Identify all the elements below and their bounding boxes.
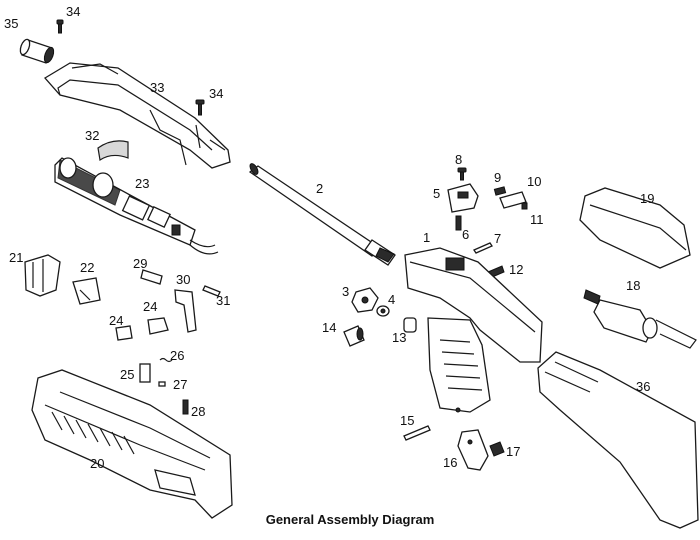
part-31-pin (202, 285, 221, 297)
part-27-pin (158, 381, 166, 387)
label-22: 22 (80, 260, 94, 275)
part-9-plate (493, 186, 507, 196)
label-4: 4 (388, 292, 395, 307)
label-17: 17 (506, 444, 520, 459)
part-13-bushing (403, 317, 417, 333)
label-15: 15 (400, 413, 414, 428)
part-17-spring (489, 441, 505, 457)
label-24-b: 24 (109, 313, 123, 328)
label-34-b: 34 (209, 86, 223, 101)
part-32-sleeve (97, 140, 129, 162)
part-6-spring (455, 215, 462, 231)
label-29: 29 (133, 256, 147, 271)
label-24-a: 24 (143, 299, 157, 314)
label-30: 30 (176, 272, 190, 287)
part-30-trigger-lever (174, 289, 197, 333)
part-24-bracket-b (115, 325, 133, 341)
label-7: 7 (494, 231, 501, 246)
part-10-plate (499, 191, 527, 209)
label-8: 8 (455, 152, 462, 167)
part-19-forend-cover (579, 187, 691, 269)
label-18: 18 (626, 278, 640, 293)
part-28-spring (182, 399, 189, 415)
label-5: 5 (433, 186, 440, 201)
part-8-screw (457, 167, 467, 181)
part-22-spring-clip (72, 277, 101, 305)
part-36-stock (537, 351, 699, 529)
label-26: 26 (170, 348, 184, 363)
label-13: 13 (392, 330, 406, 345)
label-14: 14 (322, 320, 336, 335)
part-5-rear-sight (447, 183, 479, 213)
part-3-nut (351, 287, 379, 313)
part-20-lower-housing (31, 369, 233, 519)
part-33-upper-receiver (43, 62, 231, 169)
label-23: 23 (135, 176, 149, 191)
label-16: 16 (443, 455, 457, 470)
part-1-receiver-grip (404, 247, 543, 413)
part-18-gas-cylinder (583, 289, 697, 349)
part-14-bushing (343, 325, 365, 347)
label-27: 27 (173, 377, 187, 392)
label-21: 21 (9, 250, 23, 265)
part-11-screw (521, 202, 528, 210)
label-19: 19 (640, 191, 654, 206)
part-26-spring (159, 357, 173, 363)
part-21-end-cap (24, 254, 61, 297)
part-35-tube (19, 38, 55, 64)
part-15-pin (403, 425, 431, 441)
part-29-pin-bar (140, 269, 163, 285)
label-6: 6 (462, 227, 469, 242)
label-20: 20 (90, 456, 104, 471)
part-24-bracket-a (147, 317, 169, 335)
label-10: 10 (527, 174, 541, 189)
part-23-battery-circuit (54, 157, 219, 255)
label-28: 28 (191, 404, 205, 419)
label-35: 35 (4, 16, 18, 31)
label-32: 32 (85, 128, 99, 143)
label-11: 11 (530, 212, 544, 227)
label-3: 3 (342, 284, 349, 299)
part-2-barrel (248, 163, 396, 266)
label-36: 36 (636, 379, 650, 394)
part-34-screw-b (195, 99, 205, 116)
label-12: 12 (509, 262, 523, 277)
label-2: 2 (316, 181, 323, 196)
part-4-washer (376, 305, 390, 317)
part-7-pin (473, 242, 493, 254)
label-33: 33 (150, 80, 164, 95)
part-25-block (139, 363, 151, 383)
label-1: 1 (423, 230, 430, 245)
label-34-a: 34 (66, 4, 80, 19)
label-25: 25 (120, 367, 134, 382)
part-16-trigger (457, 429, 489, 471)
label-9: 9 (494, 170, 501, 185)
part-34-screw-a (56, 19, 64, 34)
label-31: 31 (216, 293, 230, 308)
diagram-caption: General Assembly Diagram (265, 512, 435, 527)
